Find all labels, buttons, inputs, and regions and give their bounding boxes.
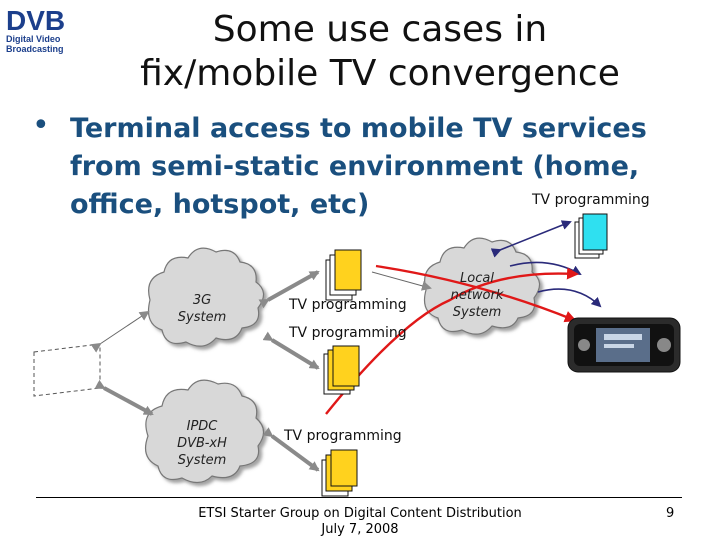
logo-mark: DVB: [6, 5, 65, 36]
cloud-ipdc-line3: System: [177, 453, 227, 468]
doc-stack-middle: [325, 249, 362, 301]
tv-programming-label-mid-low: TV programming: [289, 325, 407, 341]
cloud-ipdc-line1: IPDC: [186, 419, 218, 434]
bullet-line-3: office, hotspot, etc): [70, 189, 370, 220]
footer-divider: [36, 497, 682, 498]
bullet-line-1: Terminal access to mobile TV services: [70, 113, 647, 144]
cloud-local-line1: Local: [460, 271, 494, 286]
dvb-logo: DVB Digital Video Broadcasting: [4, 2, 70, 54]
thin-link-3g-home: [90, 310, 150, 353]
cloud-local-label: Local network System: [442, 270, 512, 321]
logo-line2: Broadcasting: [6, 44, 64, 54]
doc-stack-bottom: [321, 449, 358, 497]
footer: ETSI Starter Group on Digital Content Di…: [160, 506, 560, 538]
cloud-ipdc-line2: DVB-xH: [177, 436, 227, 451]
logo-line1: Digital Video: [6, 34, 61, 44]
page-number: 9: [666, 506, 675, 521]
tv-programming-label-bottom: TV programming: [284, 428, 402, 444]
dashed-area: [33, 343, 101, 397]
title-line-2: fix/mobile TV convergence: [140, 53, 620, 94]
thin-link-local: [371, 271, 432, 291]
cloud-3g-line1: 3G: [192, 293, 212, 308]
cloud-ipdc-label: IPDC DVB-xH System: [170, 418, 234, 469]
doc-stack-top-right: [574, 213, 608, 259]
bullet-marker: •: [32, 108, 50, 143]
footer-line-2: July 7, 2008: [321, 522, 399, 537]
mobile-tv-device-icon: [567, 317, 681, 373]
tv-programming-label-middle: TV programming: [289, 297, 407, 313]
page-title: Some use cases in fix/mobile TV converge…: [100, 8, 660, 96]
gray-links: [94, 270, 320, 472]
title-line-1: Some use cases in: [212, 9, 548, 50]
red-links: [325, 264, 579, 415]
tv-programming-label-top-right: TV programming: [532, 192, 650, 208]
cloud-local-line3: System: [452, 305, 502, 320]
footer-line-1: ETSI Starter Group on Digital Content Di…: [198, 506, 522, 521]
cloud-local-line2: network: [450, 288, 504, 303]
doc-stack-mid-low: [323, 345, 360, 395]
bullet-line-2: from semi-static environment (home,: [70, 151, 640, 182]
bullet-text: Terminal access to mobile TV services fr…: [70, 110, 670, 224]
cloud-3g-label: 3G System: [170, 292, 234, 326]
cloud-3g-line2: System: [177, 310, 227, 325]
